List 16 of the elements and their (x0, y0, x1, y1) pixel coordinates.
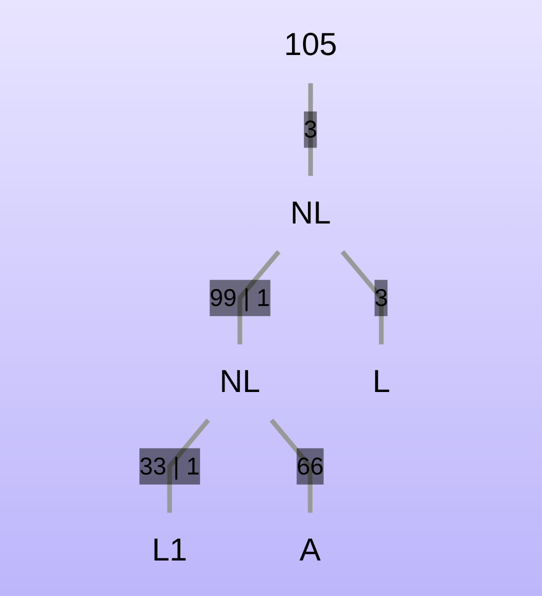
node-text: NL (220, 364, 260, 400)
node-text: 105 (284, 27, 338, 63)
connector (308, 83, 313, 176)
node-text: L (372, 364, 390, 400)
edge-label: 33 | 1 (139, 452, 200, 480)
edge-label: 3 (304, 115, 318, 144)
node-text: L1 (152, 532, 188, 568)
connector (167, 418, 210, 513)
connector (270, 418, 312, 513)
node-text: NL (290, 196, 331, 232)
edge-label: 99 | 1 (210, 284, 270, 312)
edge-label: 3 (374, 284, 388, 312)
connector (340, 250, 384, 344)
edge-label: 66 (296, 452, 324, 480)
node-text: A (300, 532, 321, 568)
connector (238, 250, 281, 344)
